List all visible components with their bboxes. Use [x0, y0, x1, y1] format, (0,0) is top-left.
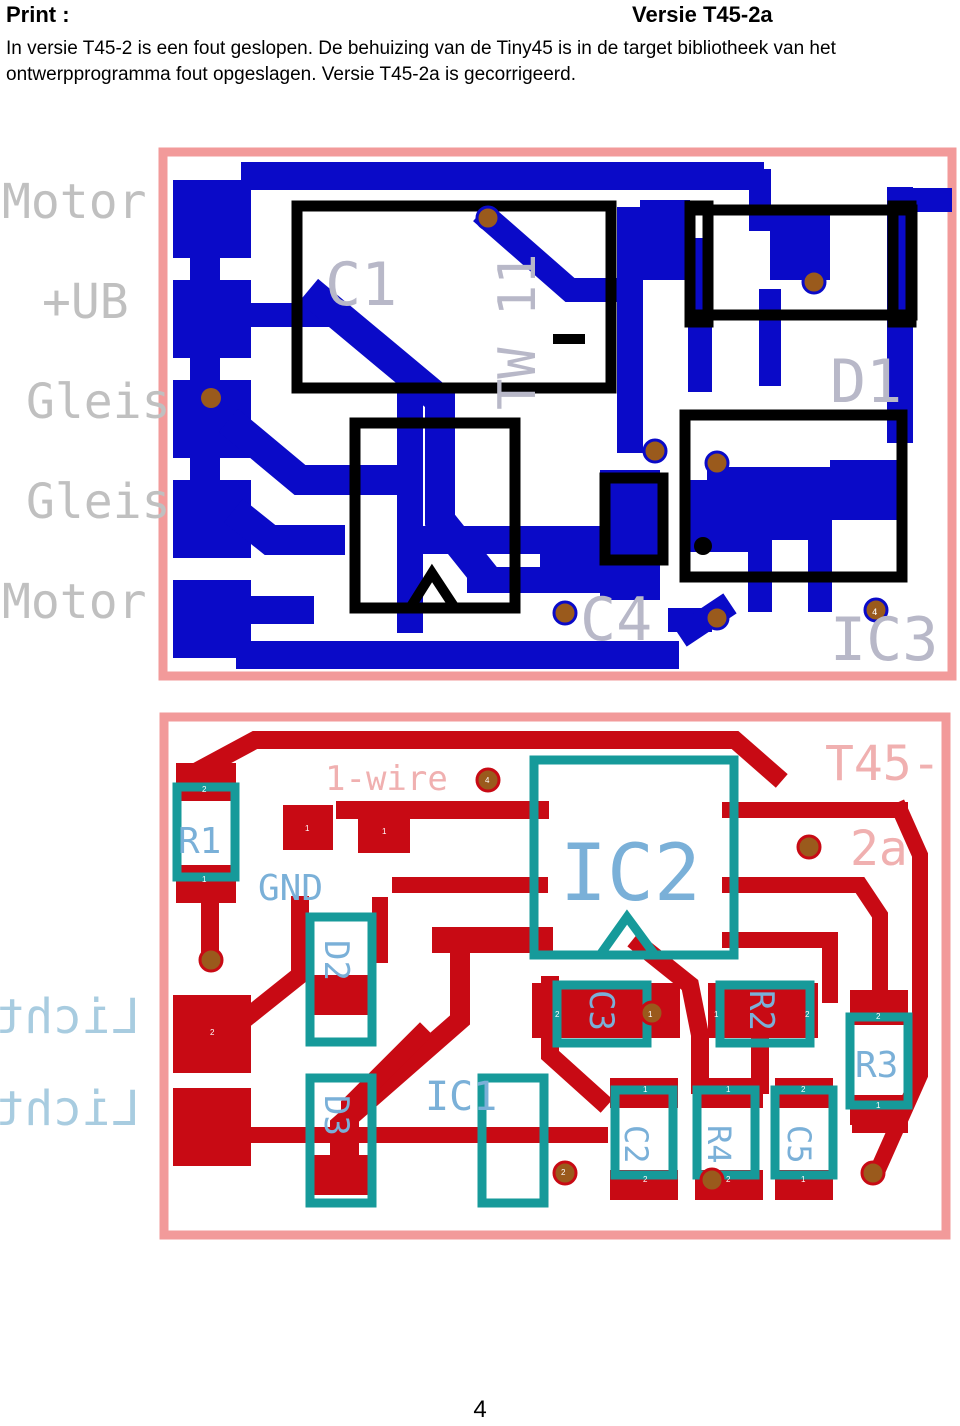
pad-num: 1 — [714, 1010, 719, 1019]
ic2-outline — [529, 755, 739, 960]
pad-num: 2 — [643, 1175, 648, 1184]
ic1-outline — [477, 1073, 549, 1208]
top-silk: C1 TW 11 D1 C4 IC3 4 — [325, 250, 938, 675]
top-components — [291, 200, 918, 614]
d3-outline — [305, 1073, 377, 1208]
label-gleis-2: Gleis — [26, 474, 171, 530]
silk-gnd: GND — [258, 868, 323, 909]
silk-c4: C4 — [580, 585, 652, 655]
c1-outline — [349, 417, 521, 614]
silk-d2: D2 — [316, 940, 356, 981]
d2-outline — [305, 912, 377, 1047]
silk-ic3: IC3 — [830, 605, 938, 675]
label-gleis-1: Gleis — [26, 374, 171, 430]
pad-num: 2 — [555, 1010, 560, 1019]
pad-num: 2 — [561, 1168, 566, 1177]
header-version: Versie T45-2a — [632, 2, 773, 27]
silk-ic1: IC1 — [425, 1074, 497, 1120]
pad-num: 1 — [648, 1010, 653, 1019]
bottom-vias — [198, 767, 886, 1193]
silk-c1: C1 — [325, 250, 397, 320]
pad-num: 1 — [801, 1175, 806, 1184]
label-motor-2: Motor — [2, 574, 147, 630]
top-edge-labels: Motor +UB Gleis Gleis Motor — [2, 174, 171, 630]
bottom-silk: T45- 2a 1-wire GND IC2 R1 C3 R2 R3 C2 R4… — [178, 736, 941, 1164]
r4-outline — [692, 1085, 760, 1180]
top-board-layout: C1 TW 11 D1 C4 IC3 4 Motor +UB Gleis Gle… — [0, 140, 960, 690]
pad-num: 1 — [382, 827, 387, 836]
c4-outline — [599, 472, 669, 566]
silk-c5: C5 — [780, 1125, 818, 1164]
description: In versie T45-2 is een fout geslopen. De… — [6, 38, 836, 85]
silk-r2: R2 — [741, 990, 781, 1031]
silk-tw11: TW 11 — [488, 253, 548, 410]
label-motor-1: Motor — [2, 174, 147, 230]
top-vias — [201, 205, 889, 631]
top-fills — [540, 200, 900, 600]
bottom-edge-labels: LichtH LichtV — [0, 989, 140, 1137]
silk-version-1: T45- — [825, 736, 941, 792]
silk-r4: R4 — [700, 1125, 738, 1164]
silk-version-2: 2a — [850, 821, 908, 877]
pad-num: 1 — [643, 1085, 648, 1094]
silk-d1: D1 — [830, 347, 902, 417]
pad-num: 4 — [485, 776, 490, 785]
bottom-components — [172, 755, 913, 1208]
label-ub: +UB — [42, 274, 129, 330]
page-number: 4 — [473, 1396, 487, 1423]
pad-num: 1 — [726, 1085, 731, 1094]
pad-num: 2 — [726, 1175, 731, 1184]
top-board-outline — [158, 147, 957, 681]
silk-d3: D3 — [316, 1095, 356, 1136]
pad-num: 1 — [876, 1101, 881, 1110]
bottom-pad-numbers: 2 1 1 1 4 2 1 2 1 2 1 2 1 1 2 2 2 1 2 — [202, 776, 881, 1184]
header-left: Print : — [6, 2, 70, 27]
r3-outline — [845, 1012, 913, 1110]
pad-num: 2 — [210, 1028, 215, 1037]
pad-num: 2 — [801, 1085, 806, 1094]
silk-r1: R1 — [178, 821, 221, 862]
label-lichth: LichtH — [0, 989, 140, 1045]
bottom-board-outline — [159, 712, 951, 1240]
r1-outline — [172, 782, 240, 882]
bottom-board-layout: 2 1 1 1 4 2 1 2 1 2 1 2 1 1 2 2 2 1 2 T4… — [0, 705, 960, 1250]
c5-outline — [770, 1085, 838, 1180]
label-lichtv: LichtV — [0, 1081, 140, 1137]
pad-num: 2 — [202, 785, 207, 794]
silk-c3: C3 — [581, 990, 621, 1031]
ic3-outline — [679, 409, 908, 583]
pad-num: 2 — [876, 1012, 881, 1021]
silk-r3: R3 — [855, 1045, 898, 1086]
c2-outline — [610, 1085, 678, 1180]
pad-num: 1 — [305, 824, 310, 833]
tw11-outline — [291, 200, 617, 394]
silk-one-wire: 1-wire — [325, 759, 448, 799]
pad-num: 1 — [202, 875, 207, 884]
pad-num: 2 — [805, 1010, 810, 1019]
silk-ic2: IC2 — [560, 829, 701, 919]
top-pin-label: 4 — [872, 608, 877, 618]
silk-c2: C2 — [617, 1125, 655, 1164]
r2-outline — [715, 980, 815, 1048]
